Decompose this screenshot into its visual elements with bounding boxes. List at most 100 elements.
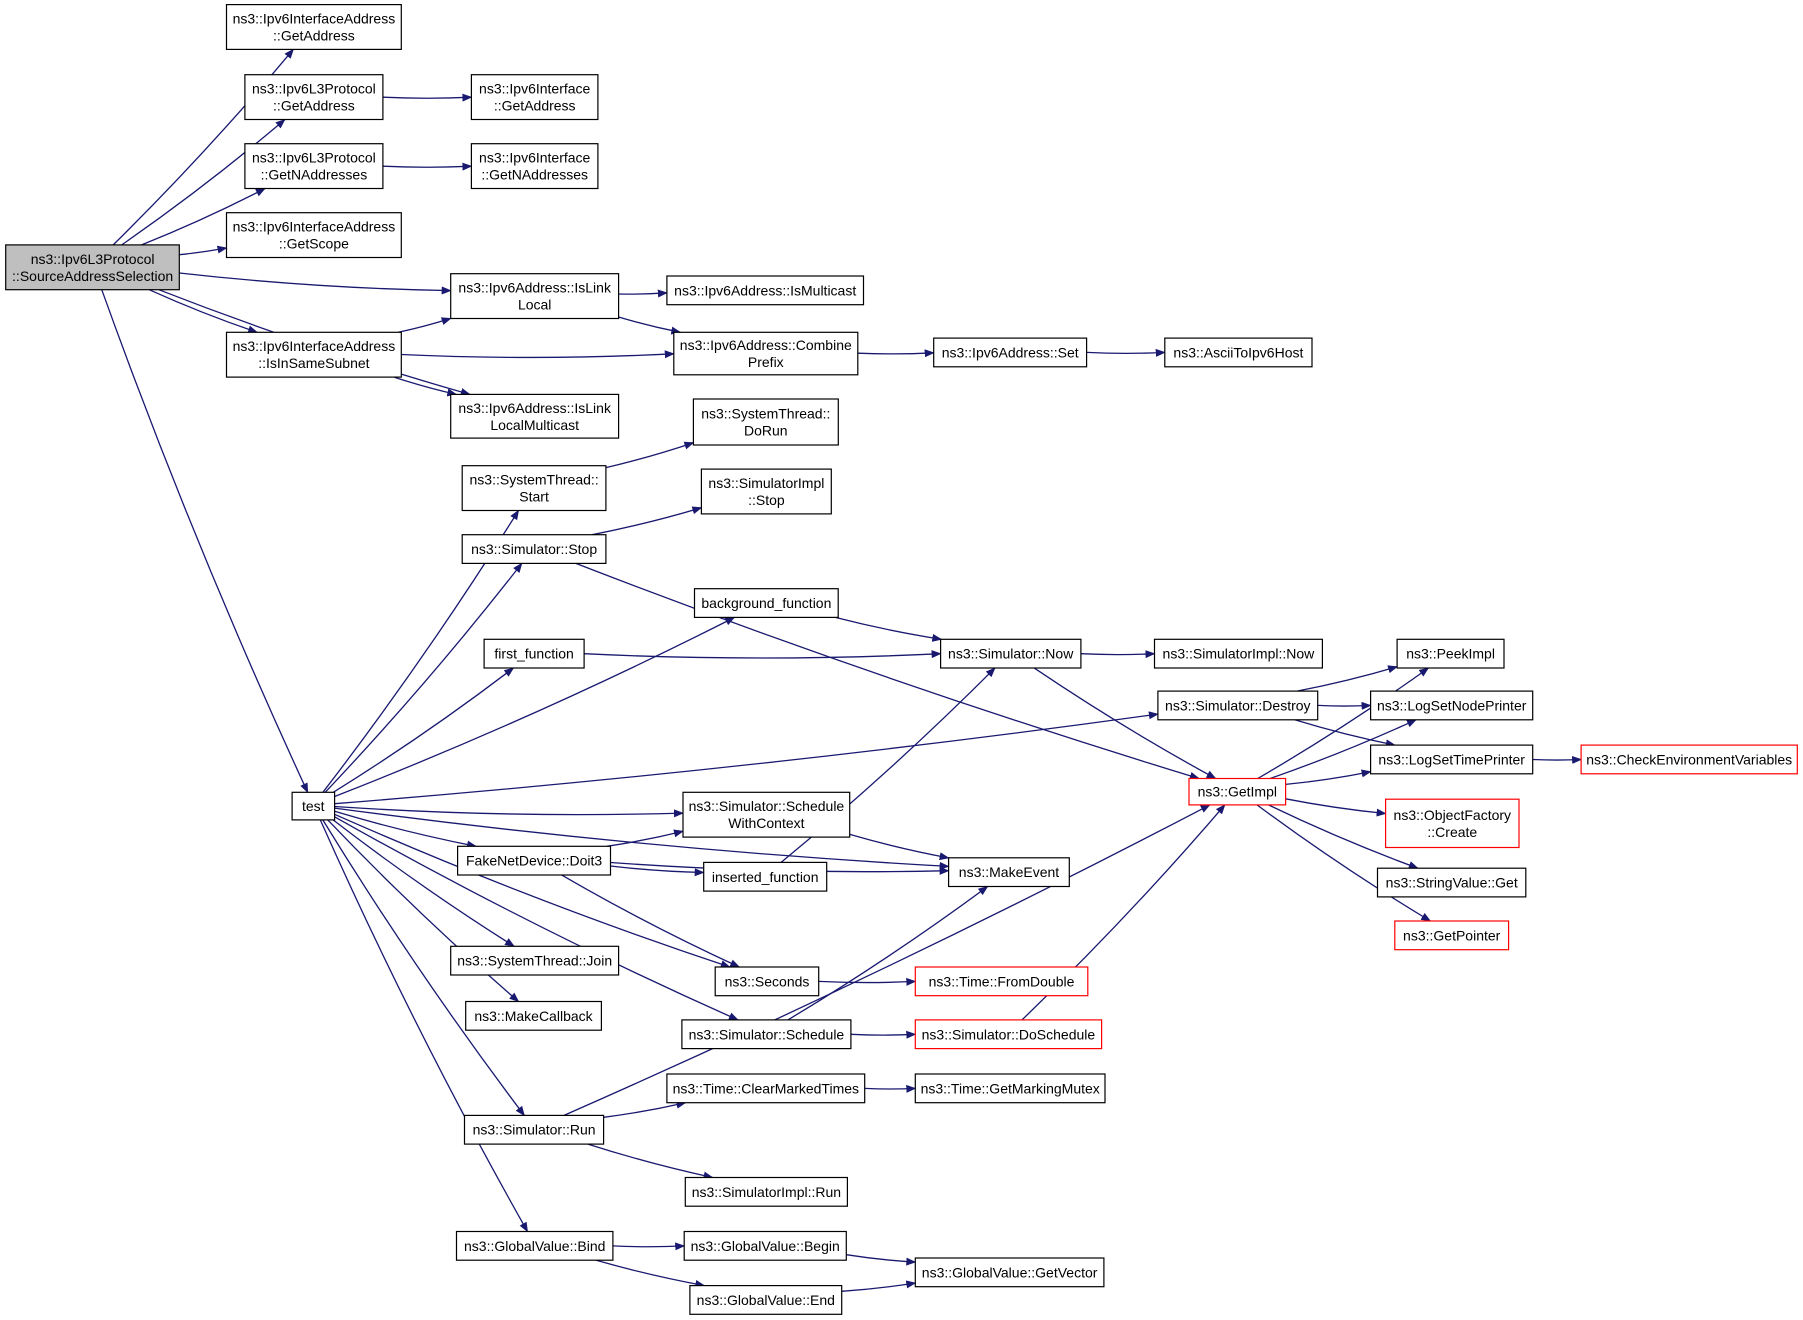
node-label: ns3::Time::ClearMarkedTimes [673, 1080, 859, 1096]
node-getmarkingmutex[interactable]: ns3::Time::GetMarkingMutex [914, 1073, 1106, 1104]
node-fake_doit3[interactable]: FakeNetDevice::Doit3 [457, 845, 612, 876]
node-first_func[interactable]: first_function [483, 638, 585, 669]
edge-sim_now-to-simimpl_now [1080, 650, 1156, 659]
node-addr_set[interactable]: ns3::Ipv6Address::Set [933, 337, 1088, 368]
node-sim_destroy[interactable]: ns3::Simulator::Destroy [1157, 690, 1319, 721]
node-box [225, 212, 402, 259]
node-label: ns3::SimulatorImpl::Now [1163, 646, 1316, 662]
node-box [947, 857, 1070, 888]
node-st_dorun[interactable]: ns3::SystemThread::DoRun [692, 398, 839, 446]
node-sim_schedule[interactable]: ns3::Simulator::Schedule [681, 1019, 852, 1050]
node-box [914, 1019, 1103, 1050]
node-l3_getnaddr[interactable]: ns3::Ipv6L3Protocol::GetNAddresses [244, 143, 384, 190]
node-box [1580, 744, 1798, 775]
node-label: ns3::LogSetTimePrinter [1378, 752, 1525, 768]
node-simimpl_stop[interactable]: ns3::SimulatorImpl::Stop [700, 468, 832, 515]
node-if_getnaddr[interactable]: ns3::Ipv6Interface::GetNAddresses [470, 143, 599, 190]
node-label: ::GetScope [279, 236, 349, 252]
edge-gv_bind-to-gv_begin [612, 1242, 686, 1251]
edge-sim_run-to-clearmarked [603, 1100, 687, 1118]
edge-fake_doit3-to-inserted_func [610, 865, 705, 877]
node-doschedule[interactable]: ns3::Simulator::DoSchedule [914, 1019, 1103, 1050]
node-checkenv[interactable]: ns3::CheckEnvironmentVariables [1580, 744, 1798, 775]
node-root[interactable]: ns3::Ipv6L3Protocol::SourceAddressSelect… [5, 244, 180, 291]
node-box [450, 945, 620, 976]
node-ifaddr_getaddr[interactable]: ns3::Ipv6InterfaceAddress::GetAddress [225, 3, 402, 50]
edge-fake_doit3-to-sched_ctx [606, 829, 684, 847]
node-box [683, 1230, 847, 1261]
node-label: ns3::Ipv6Address::Combine [680, 337, 852, 353]
node-box [470, 74, 599, 121]
edge-issamesubnet-to-islinklocal [398, 317, 452, 333]
node-box [450, 273, 620, 320]
node-gv_getvector[interactable]: ns3::GlobalValue::GetVector [914, 1257, 1105, 1288]
edge-sim_destroy-to-logtimeprinter [1294, 719, 1396, 748]
node-stringvalue_get[interactable]: ns3::StringValue::Get [1376, 867, 1527, 898]
node-logtimeprinter[interactable]: ns3::LogSetTimePrinter [1369, 744, 1534, 775]
node-ifaddr_getscope[interactable]: ns3::Ipv6InterfaceAddress::GetScope [225, 212, 402, 259]
edge-getimpl-to-peekimpl [1257, 667, 1430, 780]
node-inserted_func[interactable]: inserted_function [703, 861, 828, 892]
node-label: ns3::SystemThread::Join [457, 953, 612, 969]
node-issamesubnet[interactable]: ns3::Ipv6InterfaceAddress::IsInSameSubne… [225, 331, 402, 378]
node-getimpl[interactable]: ns3::GetImpl [1188, 777, 1287, 806]
node-sim_run[interactable]: ns3::Simulator::Run [463, 1114, 605, 1145]
node-box [244, 143, 384, 190]
node-l3_getaddr[interactable]: ns3::Ipv6L3Protocol::GetAddress [244, 74, 384, 121]
node-simimpl_now[interactable]: ns3::SimulatorImpl::Now [1153, 638, 1323, 669]
node-simimpl_run[interactable]: ns3::SimulatorImpl::Run [684, 1176, 848, 1207]
node-if_getaddr[interactable]: ns3::Ipv6Interface::GetAddress [470, 74, 599, 121]
node-label: ns3::LogSetNodePrinter [1377, 697, 1527, 713]
node-label: ns3::GlobalValue::GetVector [922, 1264, 1098, 1280]
node-label: Prefix [748, 354, 784, 370]
node-makeevent[interactable]: ns3::MakeEvent [947, 857, 1070, 888]
node-clearmarked[interactable]: ns3::Time::ClearMarkedTimes [666, 1073, 866, 1104]
node-test[interactable]: test [291, 791, 336, 821]
node-makecallback[interactable]: ns3::MakeCallback [465, 1000, 603, 1031]
node-lognodeprinter[interactable]: ns3::LogSetNodePrinter [1369, 690, 1534, 721]
node-st_join[interactable]: ns3::SystemThread::Join [450, 945, 620, 976]
node-box [666, 275, 865, 306]
edge-getimpl-to-getpointer [1256, 804, 1432, 922]
node-gv_end[interactable]: ns3::GlobalValue::End [689, 1284, 843, 1315]
edge-test-to-seconds [334, 813, 731, 968]
node-asciitoipv6[interactable]: ns3::AsciiToIpv6Host [1164, 337, 1313, 368]
node-box [939, 638, 1082, 669]
edge-sim_destroy-to-peekimpl [1296, 665, 1399, 692]
node-gv_bind[interactable]: ns3::GlobalValue::Bind [455, 1230, 614, 1261]
node-box [465, 1000, 603, 1031]
node-sim_now[interactable]: ns3::Simulator::Now [939, 638, 1082, 669]
edges-layer [101, 48, 1583, 1292]
node-label: ::Create [1427, 824, 1477, 840]
node-objfactory[interactable]: ns3::ObjectFactory::Create [1384, 798, 1520, 849]
node-box [5, 244, 180, 291]
node-peekimpl[interactable]: ns3::PeekImpl [1396, 638, 1505, 669]
edge-bg_func-to-sim_now [835, 616, 943, 642]
edge-issamesubnet-to-combineprefix [401, 350, 675, 359]
node-gv_begin[interactable]: ns3::GlobalValue::Begin [683, 1230, 847, 1261]
node-label: ns3::Ipv6Address::Set [942, 344, 1079, 360]
nodes-layer: ns3::Ipv6L3Protocol::SourceAddressSelect… [5, 3, 1798, 1315]
node-sim_stop[interactable]: ns3::Simulator::Stop [461, 534, 607, 565]
node-label: ns3::MakeCallback [474, 1008, 593, 1024]
edge-sim_run-to-simimpl_run [587, 1143, 714, 1180]
edge-sim_schedule-to-makeevent [787, 886, 989, 1021]
edge-test-to-makeevent [334, 807, 950, 870]
node-getpointer[interactable]: ns3::GetPointer [1394, 920, 1510, 951]
node-box [450, 393, 620, 439]
node-label: ::GetNAddresses [481, 167, 588, 183]
node-ismulticast[interactable]: ns3::Ipv6Address::IsMulticast [666, 275, 865, 306]
node-label: ns3::Ipv6Interface [479, 150, 591, 166]
node-label: ::GetNAddresses [261, 167, 368, 183]
node-bg_func[interactable]: background_function [693, 588, 839, 619]
node-fromdouble[interactable]: ns3::Time::FromDouble [914, 966, 1089, 997]
node-st_start[interactable]: ns3::SystemThread::Start [461, 465, 607, 512]
node-label: ns3::Simulator::Destroy [1165, 697, 1311, 713]
node-label: ns3::Ipv6InterfaceAddress [233, 11, 396, 27]
edge-root-to-ifaddr_getscope [179, 245, 228, 256]
node-seconds[interactable]: ns3::Seconds [714, 966, 820, 997]
